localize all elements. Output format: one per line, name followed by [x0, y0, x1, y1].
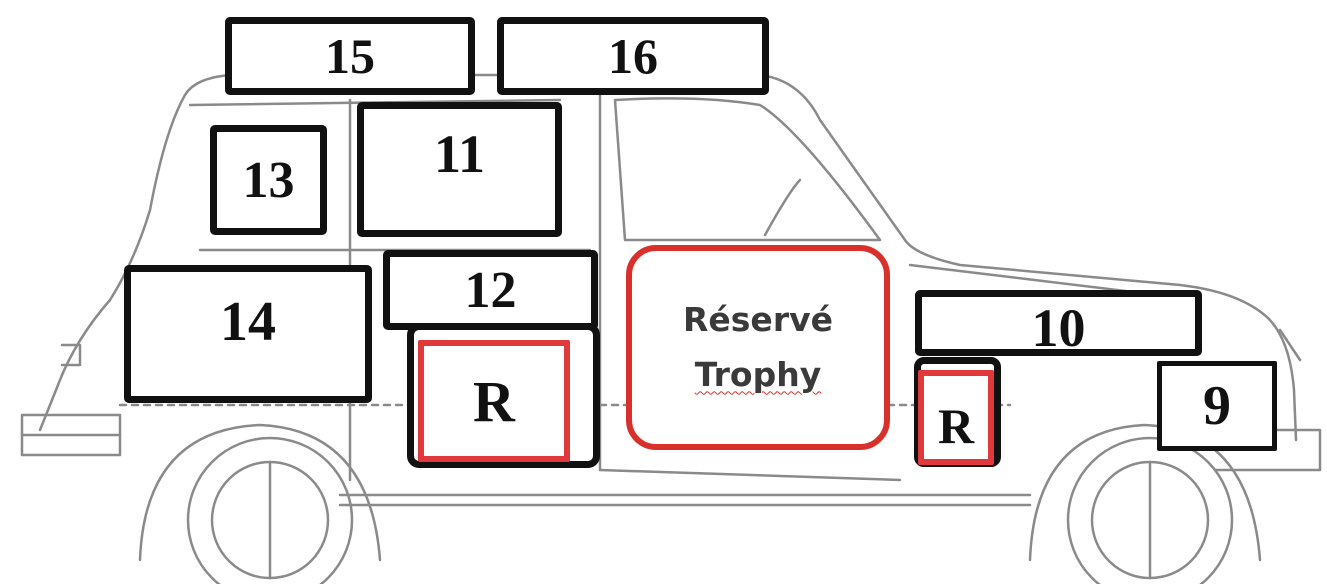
zone-13: 13: [210, 125, 327, 235]
zone-16: 16: [497, 17, 769, 95]
zone-11-label: 11: [434, 123, 485, 185]
zone-9: 9: [1157, 361, 1277, 451]
reserved-trophy-line1: Réservé: [683, 293, 833, 347]
zone-15-label: 15: [325, 27, 375, 85]
zone-12: 12: [383, 250, 598, 330]
zone-16-label: 16: [608, 27, 658, 85]
zone-15: 15: [225, 17, 475, 95]
zone-r-front-label: R: [938, 397, 974, 455]
zone-13-label: 13: [243, 151, 295, 210]
zone-11: 11: [357, 102, 562, 237]
zone-r-rear-door: R: [418, 340, 570, 462]
reserved-trophy-line2: Trophy: [695, 348, 821, 402]
zone-10-label: 10: [1032, 297, 1086, 359]
zone-14-label: 14: [220, 290, 276, 354]
reserved-trophy-zone: Réservé Trophy: [626, 245, 890, 450]
zone-10: 10: [915, 290, 1202, 356]
zone-14: 14: [124, 265, 372, 403]
zone-12-label: 12: [465, 261, 517, 320]
zone-r-front: R: [918, 370, 994, 465]
zone-9-label: 9: [1203, 374, 1231, 438]
zone-r-rear-door-label: R: [473, 368, 515, 435]
